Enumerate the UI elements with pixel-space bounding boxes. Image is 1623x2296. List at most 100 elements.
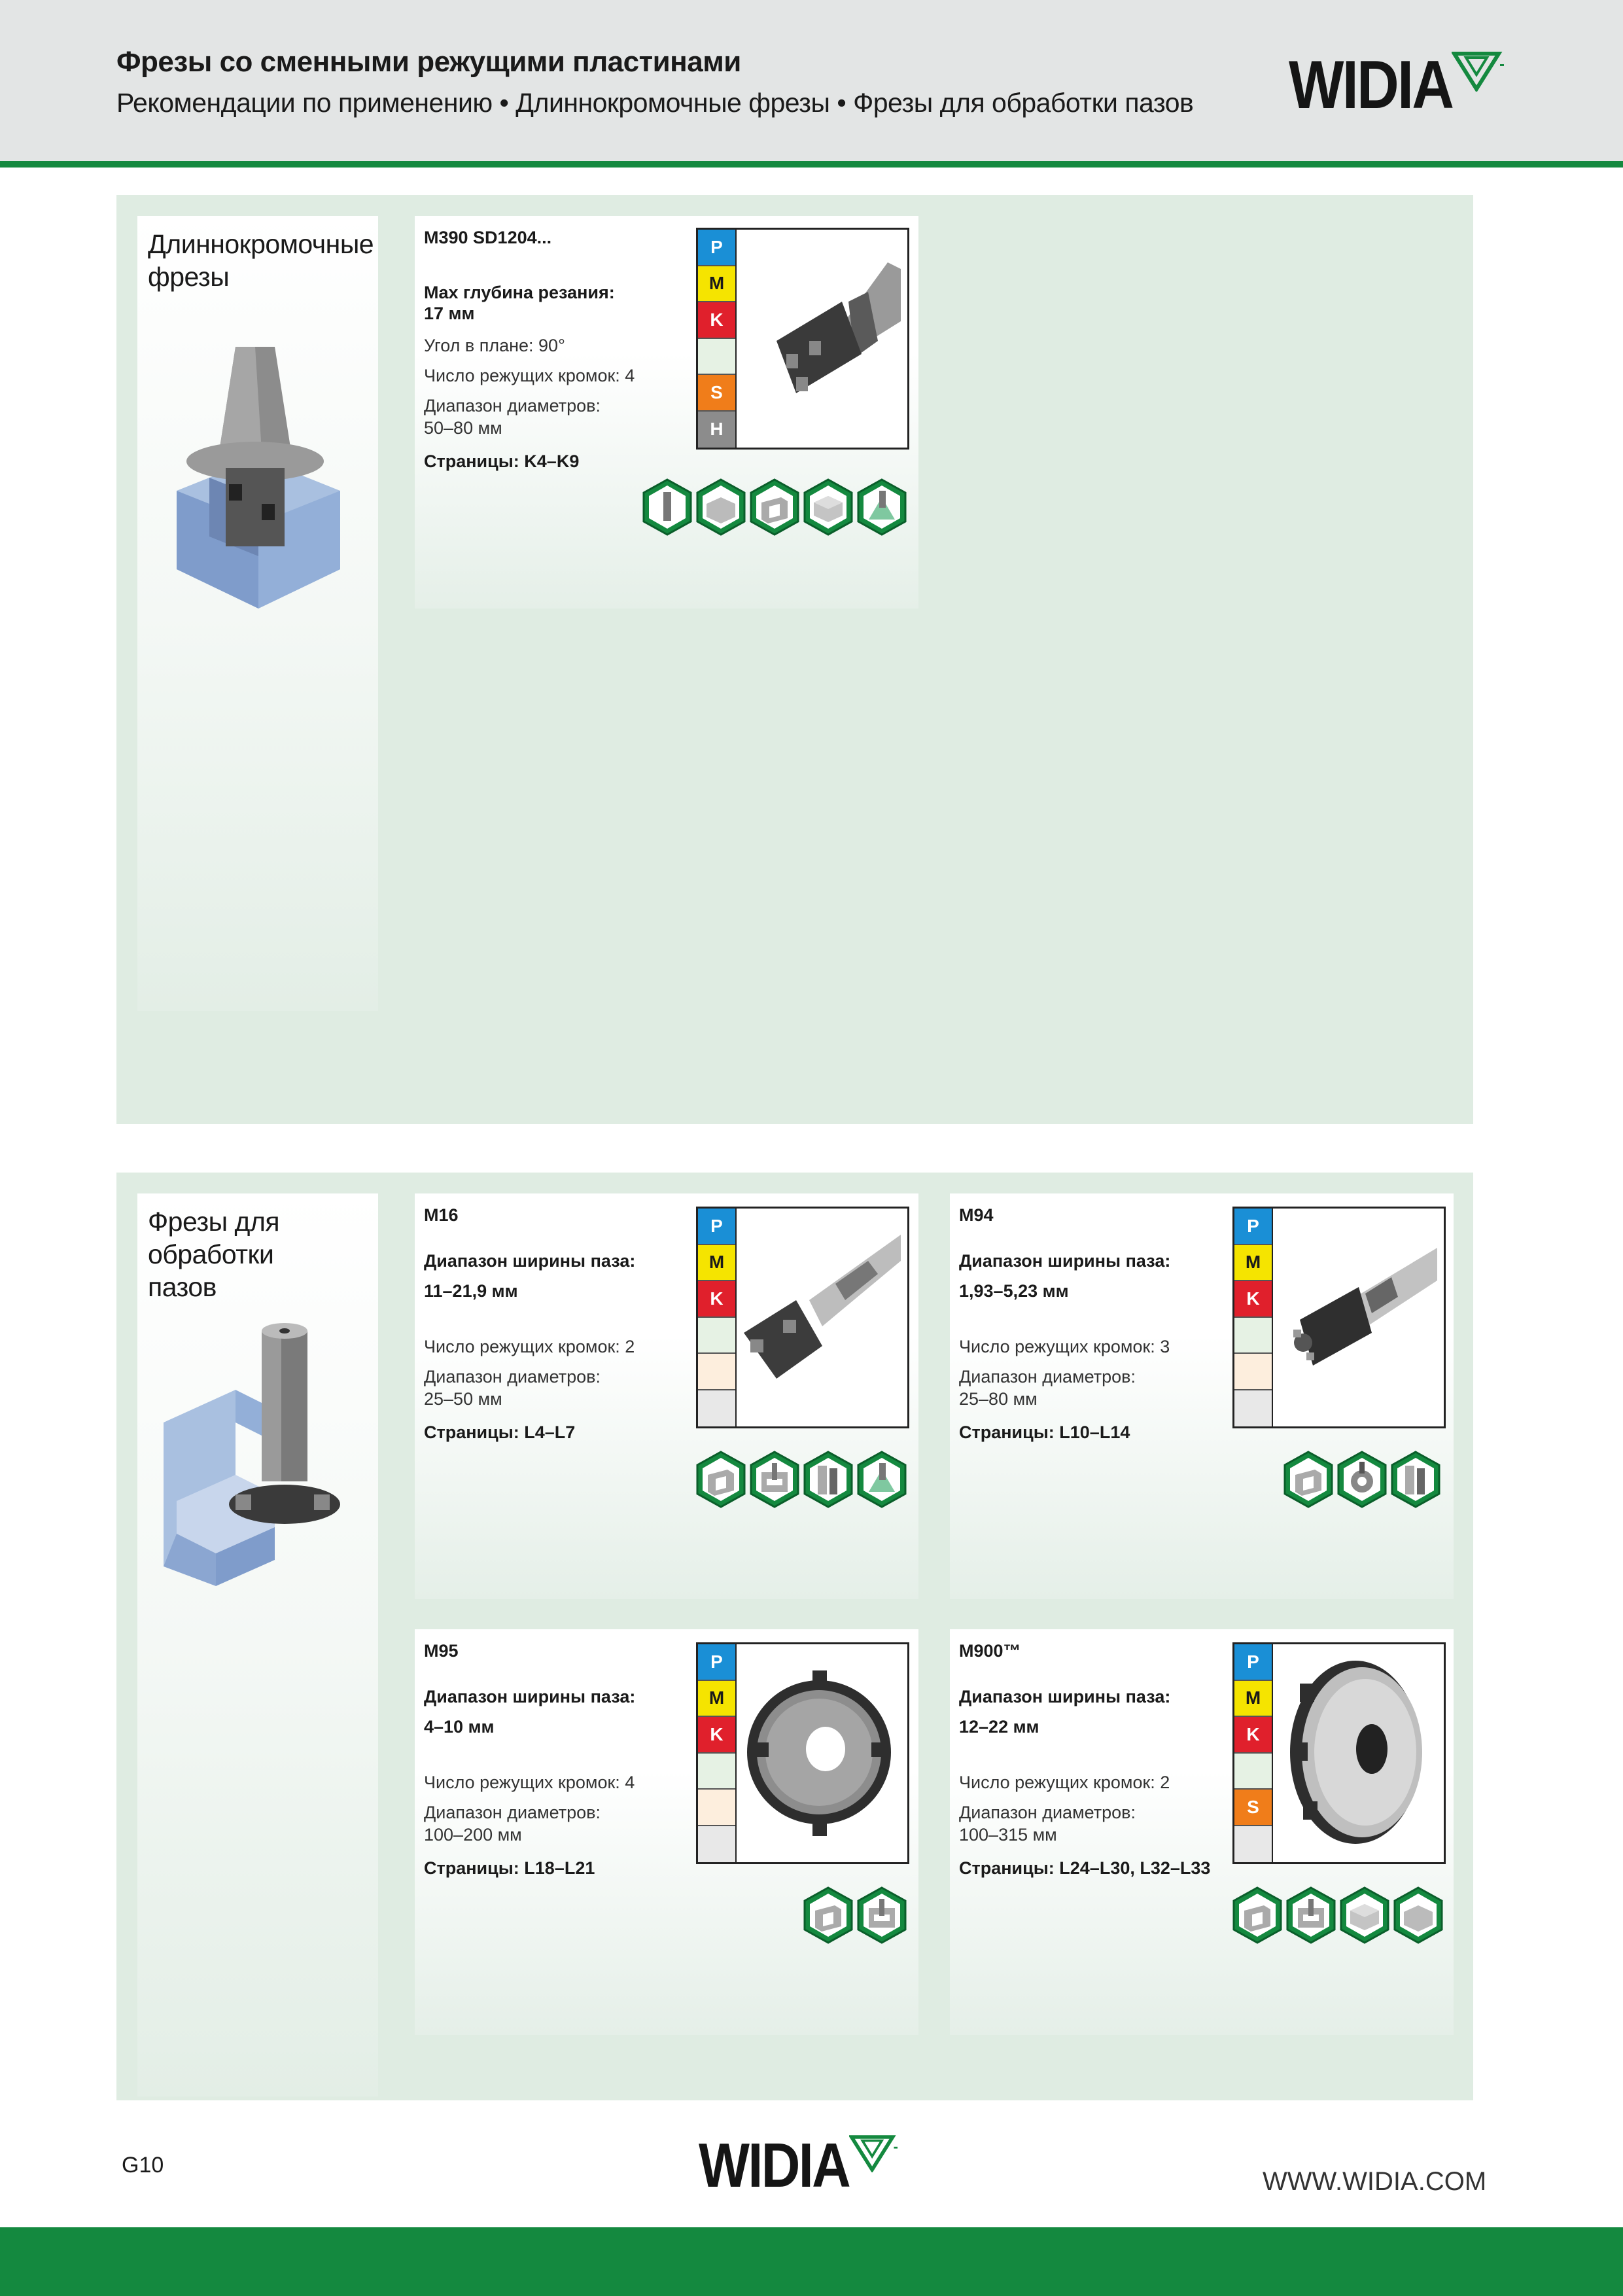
- material-matrix: P M K: [1232, 1207, 1446, 1428]
- gear-icon[interactable]: [1336, 1450, 1388, 1509]
- material-K: K: [698, 302, 735, 339]
- material-matrix: P M K S H: [696, 228, 909, 450]
- material-N: [698, 1753, 735, 1790]
- section-slotting: Фрезы для обработки пазов M16 Диапазон ш…: [116, 1173, 1473, 2100]
- material-S: S: [1234, 1790, 1272, 1826]
- page-header: Фрезы со сменными режущими пластинами Ре…: [0, 0, 1623, 161]
- footer-bar: [0, 2227, 1623, 2296]
- product-spec-line: Число режущих кромок: 2: [959, 1773, 1170, 1792]
- product-spec-line: 25–80 мм: [959, 1389, 1038, 1409]
- tool-photo-m16: [744, 1235, 901, 1379]
- application-icons: [695, 1450, 908, 1509]
- product-spec-line: Число режущих кромок: 3: [959, 1337, 1170, 1356]
- material-column: P M K S H: [698, 230, 737, 448]
- application-icons: [641, 478, 908, 537]
- t-slot-icon[interactable]: [1285, 1886, 1337, 1945]
- material-H: [698, 1826, 735, 1862]
- material-K: K: [1234, 1281, 1272, 1318]
- product-pages[interactable]: Страницы: L24–L30, L32–L33: [959, 1858, 1211, 1878]
- slot-icon[interactable]: [802, 1886, 854, 1945]
- product-card[interactable]: M95 Диапазон ширины паза: 4–10 мм Число …: [415, 1629, 918, 2035]
- logo-text: WIDIA: [699, 2130, 851, 2200]
- application-icons: [1231, 1886, 1444, 1945]
- shank-icon[interactable]: [641, 478, 693, 537]
- side-icon[interactable]: [802, 1450, 854, 1509]
- product-spec-line: Диапазон диаметров:: [959, 1367, 1136, 1386]
- product-key-label: Диапазон ширины паза:: [424, 1251, 636, 1271]
- material-K: K: [698, 1281, 735, 1318]
- material-S: [698, 1354, 735, 1390]
- shoulder-icon[interactable]: [1392, 1886, 1444, 1945]
- product-pages[interactable]: Страницы: L4–L7: [424, 1422, 576, 1442]
- category-panel: Фрезы для обработки пазов: [137, 1193, 378, 2096]
- material-matrix: P M K S: [1232, 1642, 1446, 1864]
- face-icon[interactable]: [802, 478, 854, 537]
- material-N: [698, 338, 735, 375]
- widia-logo: WIDIA: [1289, 51, 1505, 119]
- slot-icon[interactable]: [748, 478, 801, 537]
- product-key-label: Max глубина резания:: [424, 283, 615, 302]
- ramp-icon[interactable]: [856, 478, 908, 537]
- material-P: P: [698, 1209, 735, 1245]
- product-pages[interactable]: Страницы: L10–L14: [959, 1422, 1130, 1442]
- shoulder-icon[interactable]: [695, 478, 747, 537]
- product-spec-line: Диапазон диаметров:: [424, 396, 601, 415]
- t-slot-icon[interactable]: [748, 1450, 801, 1509]
- website-link[interactable]: WWW.WIDIA.COM: [1263, 2167, 1487, 2196]
- category-title: Фрезы для обработки пазов: [148, 1207, 280, 1302]
- material-column: P M K: [1234, 1209, 1273, 1426]
- long-edge-cutter-illustration: [177, 347, 340, 609]
- product-card[interactable]: M390 SD1204... Max глубина резания: 17 м…: [415, 216, 918, 609]
- material-K: K: [698, 1717, 735, 1754]
- material-H: [1234, 1390, 1272, 1426]
- widia-triangle-icon: [848, 2135, 898, 2172]
- material-N: [1234, 1317, 1272, 1354]
- category-title: Длиннокромочные фрезы: [148, 229, 374, 292]
- product-spec-line: 50–80 мм: [424, 418, 502, 438]
- product-name: M16: [424, 1205, 459, 1225]
- material-N: [1234, 1753, 1272, 1790]
- widia-triangle-icon: [1452, 52, 1505, 92]
- slot-icon[interactable]: [1282, 1450, 1335, 1509]
- material-matrix: P M K: [696, 1642, 909, 1864]
- product-key-label: Диапазон ширины паза:: [424, 1687, 636, 1706]
- t-slot-icon[interactable]: [856, 1886, 908, 1945]
- material-S: [1234, 1354, 1272, 1390]
- product-key-value: 4–10 мм: [424, 1717, 495, 1737]
- page-title: Фрезы со сменными режущими пластинами: [116, 46, 741, 78]
- slot-cutter-illustration: [164, 1323, 340, 1586]
- material-H: H: [698, 411, 735, 448]
- product-key-value: 1,93–5,23 мм: [959, 1281, 1069, 1301]
- material-matrix: P M K: [696, 1207, 909, 1428]
- material-P: P: [698, 230, 735, 266]
- material-M: M: [1234, 1245, 1272, 1281]
- material-column: P M K: [698, 1209, 737, 1426]
- tool-photo-m94: [1293, 1248, 1437, 1366]
- material-K: K: [1234, 1717, 1272, 1754]
- product-pages[interactable]: Страницы: L18–L21: [424, 1858, 595, 1878]
- product-spec-line: 100–315 мм: [959, 1825, 1057, 1845]
- slot-icon[interactable]: [1231, 1886, 1283, 1945]
- product-card[interactable]: M16 Диапазон ширины паза: 11–21,9 мм Чис…: [415, 1193, 918, 1599]
- material-column: P M K: [698, 1644, 737, 1862]
- product-card[interactable]: M94 Диапазон ширины паза: 1,93–5,23 мм Ч…: [950, 1193, 1454, 1599]
- slot-icon[interactable]: [695, 1450, 747, 1509]
- product-spec-line: Диапазон диаметров:: [424, 1803, 601, 1822]
- material-M: M: [698, 266, 735, 302]
- product-spec-line: Угол в плане: 90°: [424, 336, 565, 355]
- material-N: [698, 1317, 735, 1354]
- product-key-value: 17 мм: [424, 304, 475, 323]
- product-name: M390 SD1204...: [424, 228, 552, 247]
- product-pages[interactable]: Страницы: K4–K9: [424, 451, 580, 471]
- side-icon[interactable]: [1389, 1450, 1442, 1509]
- tool-photo-m900: [1290, 1661, 1422, 1844]
- product-card[interactable]: M900™ Диапазон ширины паза: 12–22 мм Чис…: [950, 1629, 1454, 2035]
- material-M: M: [698, 1245, 735, 1281]
- product-key-label: Диапазон ширины паза:: [959, 1251, 1171, 1271]
- ramp-icon[interactable]: [856, 1450, 908, 1509]
- material-P: P: [698, 1644, 735, 1681]
- category-panel: Длиннокромочные фрезы: [137, 216, 378, 1011]
- material-M: M: [1234, 1680, 1272, 1717]
- face-icon[interactable]: [1338, 1886, 1391, 1945]
- product-spec-line: 100–200 мм: [424, 1825, 522, 1845]
